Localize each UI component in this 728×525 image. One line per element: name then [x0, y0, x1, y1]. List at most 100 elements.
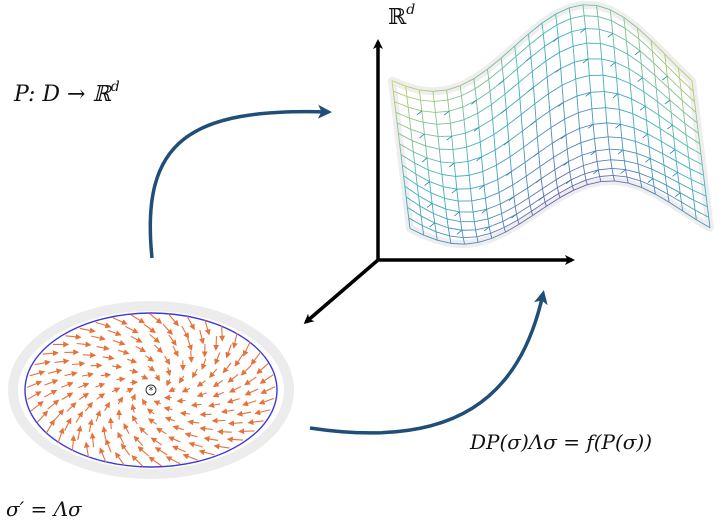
mesh-line — [438, 149, 442, 162]
mesh-line — [440, 161, 443, 175]
mesh-line — [484, 197, 488, 210]
mesh-line — [587, 181, 602, 186]
mesh-line — [546, 197, 561, 207]
vector-arrow — [168, 436, 181, 443]
vector-arrow — [36, 410, 49, 423]
mesh-line — [409, 118, 412, 130]
mesh-line — [411, 140, 414, 152]
mesh-line — [542, 188, 545, 197]
mesh-line — [568, 161, 571, 172]
vector-arrow — [164, 355, 171, 365]
mesh-line — [647, 133, 650, 147]
mesh-line — [653, 62, 656, 76]
mesh-line — [701, 164, 705, 176]
vector-arrow — [125, 325, 139, 334]
vector-arrow — [178, 375, 185, 384]
vector-arrow — [77, 382, 90, 389]
mesh-line — [585, 28, 588, 44]
mesh-line — [545, 51, 560, 62]
mesh-line — [462, 237, 465, 245]
mesh-line — [503, 68, 518, 81]
mesh-line — [696, 219, 711, 229]
surface-vector — [498, 80, 504, 85]
mesh-line — [430, 192, 433, 204]
mesh-line — [423, 121, 437, 125]
mesh-line — [555, 14, 558, 25]
surface-vector — [508, 196, 515, 201]
mesh-line — [412, 151, 416, 164]
mesh-line — [683, 111, 698, 124]
surface-vector — [429, 222, 435, 228]
mesh-line — [580, 142, 583, 156]
mesh-line — [613, 175, 627, 178]
mesh-line — [697, 133, 701, 144]
mesh-line — [415, 173, 430, 182]
vector-arrow — [254, 409, 271, 416]
mesh-line — [570, 173, 585, 181]
vector-arrow — [166, 378, 172, 387]
mesh-line — [405, 196, 421, 207]
mesh-line — [392, 91, 396, 102]
mesh-line — [421, 225, 425, 236]
surface-mesh — [388, 0, 714, 249]
vector-arrow — [120, 443, 131, 456]
surface-vector — [478, 185, 485, 190]
mesh-line — [585, 28, 600, 30]
mesh-line — [670, 112, 673, 126]
mesh-line — [579, 128, 582, 143]
mesh-line — [588, 75, 592, 93]
mesh-line — [430, 192, 445, 199]
mesh-line — [557, 179, 572, 189]
mesh-line — [609, 9, 612, 21]
mesh-line — [516, 68, 520, 83]
mesh-line — [426, 157, 441, 163]
mesh-line — [544, 193, 559, 203]
mesh-line — [517, 210, 532, 221]
mesh-line — [562, 102, 566, 120]
mesh-line — [546, 76, 549, 94]
mesh-line — [628, 68, 643, 78]
vector-arrow — [153, 344, 163, 354]
mesh-line — [662, 153, 677, 162]
mesh-line — [678, 182, 693, 191]
vector-arrow — [222, 362, 232, 374]
mesh-line — [655, 193, 670, 203]
vector-arrow — [199, 425, 213, 432]
mesh-line — [411, 140, 426, 147]
surface-vector — [639, 105, 646, 111]
mesh-line — [575, 75, 590, 80]
mesh-line — [630, 83, 645, 93]
mesh-line — [570, 179, 573, 186]
mesh-line — [491, 231, 506, 239]
mesh-line — [454, 160, 468, 164]
mesh-line — [476, 90, 491, 101]
mesh-line — [421, 110, 436, 113]
mesh-line — [548, 84, 563, 95]
mesh-line — [688, 157, 703, 166]
mesh-line — [611, 20, 614, 34]
mesh-line — [416, 184, 432, 194]
mesh-line — [624, 160, 639, 165]
mesh-line — [543, 187, 558, 197]
mesh-line — [516, 205, 531, 215]
vector-arrow — [64, 371, 78, 377]
mesh-line — [665, 64, 668, 77]
mesh-line — [591, 107, 606, 110]
mesh-line — [396, 122, 399, 134]
vector-arrow — [209, 368, 218, 379]
mesh-line — [570, 15, 585, 20]
mesh-line — [404, 185, 419, 197]
vector-arrow — [44, 379, 59, 386]
mesh-line — [535, 120, 538, 138]
mesh-line — [466, 147, 469, 162]
mesh-line — [568, 154, 583, 162]
vector-arrow — [111, 363, 123, 370]
surface-vector — [552, 37, 559, 42]
mesh-line — [544, 46, 547, 62]
mesh-line — [473, 78, 476, 89]
mesh-line — [428, 169, 443, 175]
mesh-line — [679, 78, 694, 92]
mesh-line — [559, 189, 574, 198]
mesh-line — [569, 4, 584, 9]
mesh-line — [398, 133, 413, 141]
